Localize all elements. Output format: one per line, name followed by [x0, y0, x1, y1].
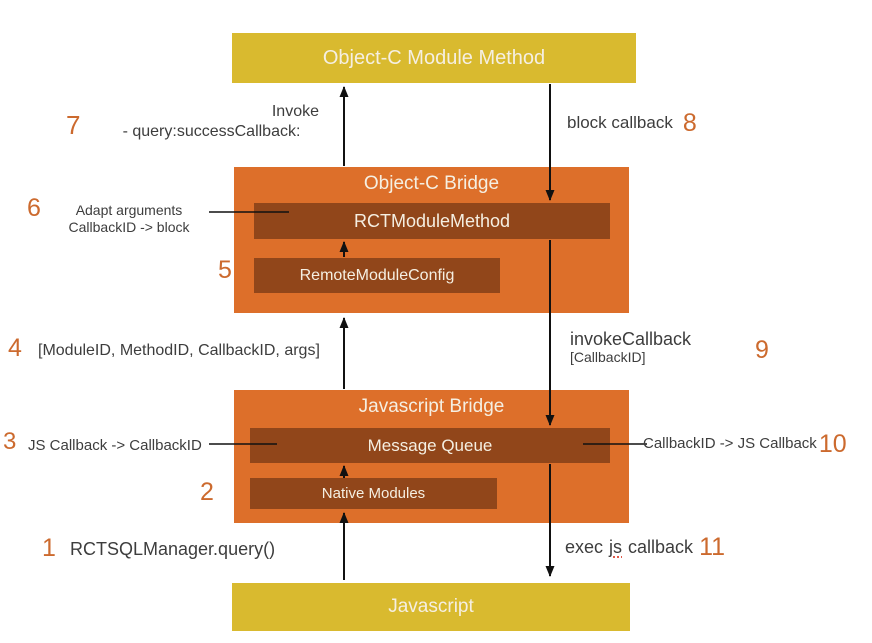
node-remote-module-config-label: RemoteModuleConfig: [299, 266, 455, 284]
step-10-label: CallbackID -> JS Callback 10: [643, 432, 847, 457]
step-9-line2: [CallbackID]: [570, 348, 646, 365]
step-6-number: 6: [27, 194, 41, 222]
node-rct-module-method-label: RCTModuleMethod: [353, 210, 511, 231]
step-7-label: Invoke - query:successCallback:: [90, 102, 333, 142]
step-6-line2: CallbackID -> block: [68, 218, 190, 235]
step-7-number: 7: [66, 110, 81, 140]
node-javascript-label: Javascript: [388, 596, 474, 617]
node-native-modules: Native Modules: [250, 478, 497, 509]
node-objc-module-method: Object-C Module Method: [232, 33, 636, 83]
step-4-label: [ModuleID, MethodID, CallbackID, args]: [38, 342, 320, 359]
step-9-number: 9: [755, 336, 769, 364]
step-11-number: 11: [699, 533, 726, 561]
step-9-line1: invokeCallback: [570, 329, 692, 349]
node-objc-bridge-label: Object-C Bridge: [363, 173, 500, 194]
step-10-text: CallbackID -> JS Callback: [643, 435, 817, 453]
step-8-text: block callback: [567, 113, 673, 133]
node-javascript: Javascript: [232, 583, 630, 631]
step-4-number: 4: [8, 334, 22, 362]
step-3-label: JS Callback -> CallbackID: [28, 437, 202, 454]
step-2-number: 2: [200, 478, 214, 506]
node-objc-module-method-label: Object-C Module Method: [322, 46, 546, 69]
step-6-line1: Adapt arguments: [75, 202, 183, 218]
step-11-word1: exec: [565, 537, 604, 558]
step-6-label: Adapt arguments CallbackID -> block: [50, 202, 208, 235]
step-8-number: 8: [682, 108, 697, 137]
step-11-word2: js: [609, 537, 623, 558]
step-3-number: 3: [3, 428, 17, 455]
step-1-number: 1: [42, 534, 56, 562]
step-11-label: exec js callback 11: [565, 535, 725, 560]
step-10-number: 10: [818, 430, 847, 458]
node-rct-module-method: RCTModuleMethod: [254, 203, 610, 239]
node-native-modules-label: Native Modules: [321, 485, 426, 502]
step-7-line1: Invoke: [271, 103, 319, 120]
step-5-number: 5: [218, 256, 232, 284]
node-javascript-bridge-label: Javascript Bridge: [358, 396, 505, 417]
step-7-line2: - query:successCallback:: [122, 123, 301, 140]
node-message-queue: Message Queue: [250, 428, 610, 463]
step-8-label: block callback 8: [567, 108, 697, 138]
step-11-word3: callback: [628, 537, 694, 558]
step-1-label: RCTSQLManager.query(): [70, 539, 276, 559]
step-9-label: invokeCallback [CallbackID]: [570, 329, 692, 365]
node-javascript-bridge: Javascript Bridge Message Queue Native M…: [234, 390, 629, 523]
node-remote-module-config: RemoteModuleConfig: [254, 258, 500, 293]
node-objc-bridge: Object-C Bridge RCTModuleMethod RemoteMo…: [234, 167, 629, 313]
node-message-queue-label: Message Queue: [367, 435, 493, 455]
